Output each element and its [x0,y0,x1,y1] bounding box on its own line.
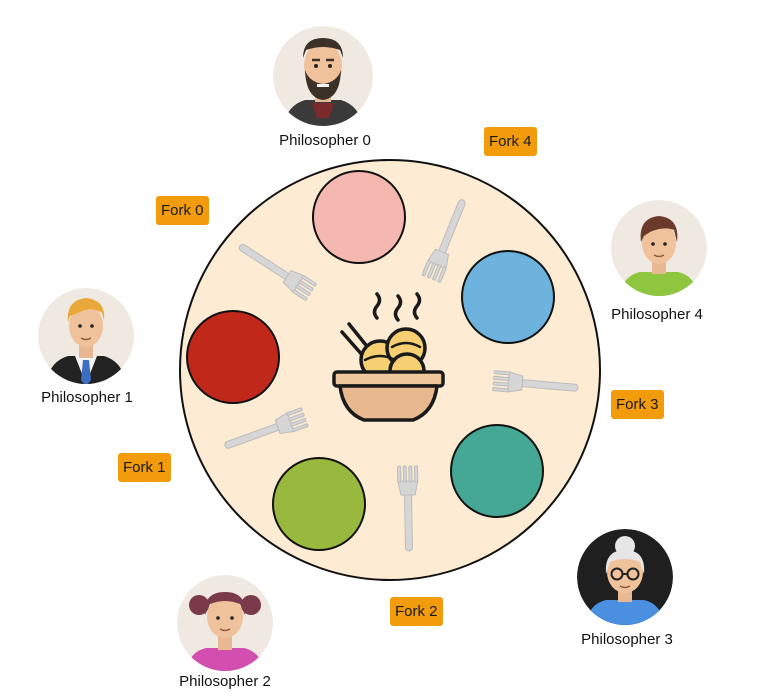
elderly-woman-glasses-avatar-icon [577,529,673,625]
fork-1-label: Fork 1 [118,453,171,482]
noodle-bowl-chopsticks-icon [332,292,445,422]
philosopher-4-label: Philosopher 4 [611,306,703,323]
fork-0-label: Fork 0 [156,196,209,225]
plate-philosopher-0 [312,170,406,264]
fork-4-label: Fork 4 [484,127,537,156]
blond-businessman-avatar-icon [38,288,134,384]
girl-pigtails-avatar-icon [177,575,273,671]
plate-philosopher-1 [186,310,280,404]
plate-philosopher-3 [450,424,544,518]
philosopher-2-label: Philosopher 2 [179,673,271,690]
young-man-avatar-icon [611,200,707,296]
fork-2-label: Fork 2 [390,597,443,626]
plate-philosopher-4 [461,250,555,344]
fork-3-label: Fork 3 [611,390,664,419]
plate-philosopher-2 [272,457,366,551]
philosopher-1-label: Philosopher 1 [41,389,133,406]
philosopher-0-label: Philosopher 0 [279,132,371,149]
philosopher-3-label: Philosopher 3 [581,631,673,648]
bearded-man-avatar-icon [273,26,373,126]
